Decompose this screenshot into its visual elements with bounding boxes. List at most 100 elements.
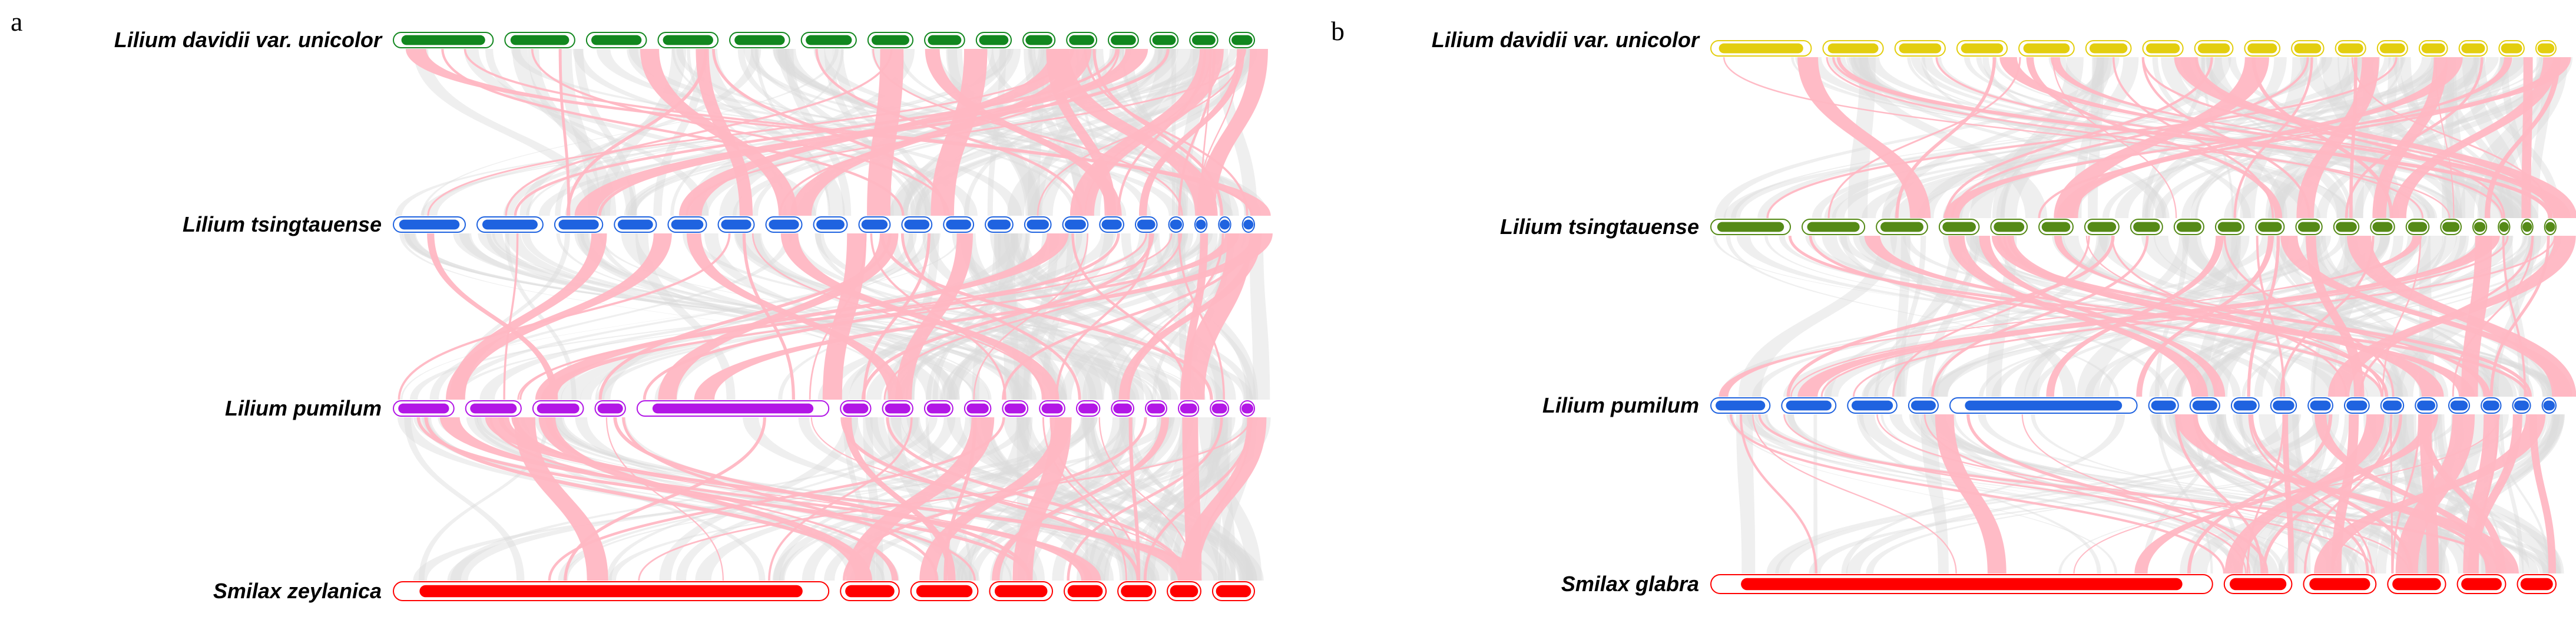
background-link bbox=[1775, 414, 2329, 573]
chromosome-bar bbox=[1041, 403, 1063, 414]
background-link bbox=[2494, 414, 2550, 573]
background-link bbox=[671, 49, 928, 216]
background-link bbox=[897, 49, 1201, 216]
background-link bbox=[1880, 414, 2336, 573]
chromosome-bar bbox=[994, 585, 1048, 598]
background-link bbox=[558, 49, 601, 216]
chromosome-bar bbox=[1027, 219, 1049, 230]
background-link bbox=[949, 417, 1174, 581]
highlight-link bbox=[1070, 49, 1224, 216]
highlight-link-line bbox=[531, 48, 950, 216]
highlight-link bbox=[446, 233, 672, 400]
background-link bbox=[946, 417, 1231, 581]
highlight-link-line bbox=[1783, 414, 2375, 574]
chromosome-bar bbox=[1101, 219, 1122, 230]
chromosome-bar bbox=[979, 35, 1009, 45]
highlight-link-line bbox=[883, 233, 1183, 400]
highlight-link bbox=[498, 417, 1200, 581]
background-link bbox=[395, 49, 1175, 216]
chromosome-bar bbox=[398, 403, 449, 414]
background-link bbox=[1973, 236, 2525, 397]
chromosome-bar bbox=[558, 219, 599, 230]
background-link bbox=[1024, 49, 1087, 216]
background-link bbox=[635, 233, 736, 400]
chromosome-bar bbox=[2133, 222, 2160, 232]
background-link bbox=[1951, 57, 2531, 218]
background-link bbox=[813, 49, 1261, 216]
chromosome-bar bbox=[904, 219, 930, 230]
chromosome-bar bbox=[1170, 585, 1198, 598]
background-link bbox=[1747, 414, 2263, 573]
chromosome-bar bbox=[1192, 35, 1216, 45]
background-link bbox=[1787, 414, 2243, 573]
panel-b-chromosome-tracks bbox=[1710, 40, 2557, 594]
chromosome-bar bbox=[2297, 222, 2320, 232]
highlight-link-line bbox=[489, 417, 976, 581]
highlight-link-line bbox=[2111, 235, 2347, 397]
background-link bbox=[2228, 57, 2555, 218]
background-link bbox=[1017, 417, 1191, 581]
background-link bbox=[1113, 233, 1229, 400]
background-link bbox=[1812, 57, 2406, 218]
background-link bbox=[695, 417, 1093, 581]
background-link bbox=[911, 233, 1029, 400]
highlight-link-line bbox=[2250, 414, 2413, 574]
background-link bbox=[1809, 414, 2530, 573]
chromosome-bar bbox=[2145, 43, 2180, 54]
background-link bbox=[752, 49, 1044, 216]
highlight-link-line bbox=[1084, 48, 1249, 216]
highlight-link-line bbox=[742, 233, 796, 400]
background-link bbox=[628, 49, 1217, 216]
chromosome-bar bbox=[966, 403, 989, 414]
background-link bbox=[1082, 417, 1194, 581]
background-link bbox=[1937, 57, 2530, 218]
highlight-link-line bbox=[1055, 233, 1151, 400]
background-link bbox=[1087, 417, 1162, 581]
chromosome-bar bbox=[2041, 222, 2071, 232]
background-link bbox=[2031, 414, 2420, 573]
background-link bbox=[2240, 414, 2390, 573]
chromosome-bar bbox=[2217, 222, 2242, 232]
chromosome-bar bbox=[916, 585, 973, 598]
highlight-link-line bbox=[463, 48, 1253, 216]
chromosome-bar bbox=[597, 403, 623, 414]
chromosome-bar bbox=[2382, 400, 2402, 411]
highlight-link-line bbox=[2193, 414, 2369, 574]
chromosome-bar bbox=[1241, 403, 1254, 414]
highlight-link-line bbox=[1194, 417, 1252, 581]
background-link bbox=[400, 233, 962, 400]
chromosome-bar bbox=[2417, 400, 2436, 411]
background-link bbox=[1082, 233, 1218, 400]
background-link bbox=[1970, 57, 2113, 218]
background-link bbox=[654, 233, 1072, 400]
background-link bbox=[1142, 417, 1189, 581]
background-link bbox=[2245, 414, 2396, 573]
background-link bbox=[1846, 414, 2333, 573]
background-link bbox=[2277, 236, 2403, 397]
background-link bbox=[686, 49, 915, 216]
species-label-a-2: Lilium tsingtauense bbox=[183, 212, 382, 236]
highlight-link bbox=[790, 49, 1092, 216]
highlight-link-line bbox=[768, 417, 913, 581]
highlight-link-line bbox=[519, 233, 1148, 400]
highlight-link-line bbox=[1098, 417, 1194, 581]
background-link bbox=[1731, 57, 2327, 218]
highlight-link bbox=[449, 233, 607, 400]
species-label-a-3: Lilium pumilum bbox=[225, 396, 382, 420]
chromosome-bar bbox=[1113, 403, 1133, 414]
background-link bbox=[1915, 414, 2285, 573]
panel-a: a Lilium davidii var. unicolor Lilium ts… bbox=[11, 6, 1273, 603]
background-link bbox=[1766, 414, 2302, 573]
highlight-link-line bbox=[1752, 414, 1957, 574]
highlight-link-line bbox=[1729, 414, 2226, 574]
background-link bbox=[1859, 414, 2279, 573]
highlight-link-line bbox=[2251, 57, 2393, 219]
chromosome-bar bbox=[652, 403, 814, 414]
chromosome-bar bbox=[2258, 222, 2282, 232]
background-link bbox=[1882, 57, 2109, 218]
highlight-link-line bbox=[862, 233, 931, 400]
panel-a-species-labels: Lilium davidii var. unicolor Lilium tsin… bbox=[114, 28, 383, 603]
background-link bbox=[2474, 57, 2561, 218]
background-link bbox=[773, 417, 972, 581]
panel-b: b Lilium davidii var. unicolor Lilium ts… bbox=[1331, 16, 2576, 596]
